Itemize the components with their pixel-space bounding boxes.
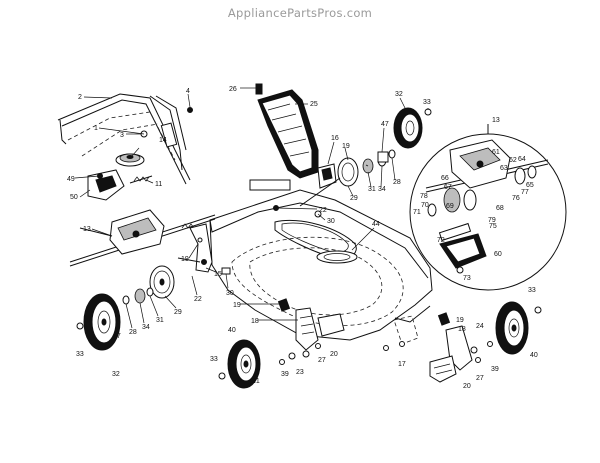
callout-78: 78: [420, 193, 428, 200]
callout-39: 39: [281, 371, 289, 378]
callout-71: 71: [413, 209, 421, 216]
handle-pulley: [115, 130, 153, 184]
callout-34: 34: [378, 186, 386, 193]
callout-21: 21: [252, 378, 260, 385]
callout-50: 50: [70, 194, 78, 201]
callout-72: 72: [437, 237, 445, 244]
front-right-wheel: [495, 301, 542, 355]
callout-60: 60: [494, 251, 502, 258]
callout-33: 33: [423, 99, 431, 106]
left-drive-bracket: [177, 223, 213, 273]
callout-30: 30: [327, 218, 335, 225]
callout-17: 17: [398, 361, 406, 368]
callout-16: 16: [331, 135, 339, 142]
callout-25: 25: [310, 101, 318, 108]
callout-18-right: 18: [458, 326, 466, 333]
callout-47: 47: [381, 121, 389, 128]
callout-19: 19: [342, 143, 350, 150]
callout-47-left: 47: [113, 333, 121, 340]
callout-32: 32: [395, 91, 403, 98]
callout-20-right: 20: [463, 383, 471, 390]
callout-40: 40: [228, 327, 236, 334]
callout-11: 11: [155, 181, 162, 188]
front-right-height-adjuster: [429, 312, 493, 383]
callout-69: 69: [446, 203, 454, 210]
callout-63: 63: [500, 165, 508, 172]
front-left-height-adjuster: [277, 298, 345, 365]
callout-15: 15: [214, 271, 222, 278]
callout-19-right: 19: [456, 317, 464, 324]
watermark: AppliancePartsPros.com: [227, 6, 373, 20]
callout-40-right: 40: [530, 352, 538, 359]
callout-24: 24: [476, 323, 484, 330]
callout-49: 49: [67, 176, 75, 183]
mower-deck: [209, 189, 433, 341]
callout-34-left: 34: [142, 324, 150, 331]
callout-23: 23: [296, 369, 304, 376]
callout-18: 18: [251, 318, 259, 325]
callout-27-right: 27: [476, 375, 484, 382]
callout-79: 79: [488, 217, 496, 224]
callout-13-detail: 13: [492, 117, 500, 124]
callout-22-left: 22: [194, 296, 202, 303]
callout-68: 68: [496, 205, 504, 212]
callout-14: 14: [159, 137, 167, 144]
callout-39-right: 39: [491, 366, 499, 373]
callout-19-front-left: 19: [233, 302, 241, 309]
callout-33-front-left: 33: [210, 356, 218, 363]
callout-70: 70: [421, 202, 429, 209]
callout-1: 1: [94, 125, 98, 132]
callout-2: 2: [78, 94, 82, 101]
rear-chute: [249, 83, 319, 191]
callout-76: 76: [512, 195, 520, 202]
front-left-wheel: [218, 339, 261, 389]
leader-lines: [74, 87, 429, 329]
callout-28: 28: [393, 179, 401, 186]
callout-27: 27: [318, 357, 326, 364]
callout-32-left: 32: [112, 371, 120, 378]
callout-21-right: 21: [504, 345, 512, 352]
callout-61: 61: [492, 149, 500, 156]
callout-13: 13: [83, 226, 91, 233]
callout-22: 22: [319, 207, 327, 214]
rear-right-wheel: [393, 107, 432, 149]
rear-left-wheel: [76, 293, 121, 351]
callout-64: 64: [518, 156, 526, 163]
callout-65: 65: [526, 182, 534, 189]
callout-19-left: 19: [181, 256, 189, 263]
left-drive-gear: [122, 265, 231, 305]
callout-3: 3: [120, 132, 124, 139]
callout-62: 62: [509, 157, 517, 164]
callout-28-left: 28: [129, 329, 137, 336]
callout-20: 20: [330, 351, 338, 358]
callout-44: 44: [372, 221, 380, 228]
callout-26: 26: [229, 86, 237, 93]
callout-75: 75: [489, 223, 497, 230]
callout-29: 29: [350, 195, 358, 202]
transmission-bracket: [87, 169, 125, 201]
callout-33-right: 33: [528, 287, 536, 294]
callout-33-left: 33: [76, 351, 84, 358]
transmission-axle: [69, 209, 216, 267]
callout-31-left: 31: [156, 317, 164, 324]
callout-66: 66: [441, 175, 449, 182]
callout-4: 4: [186, 88, 190, 95]
callout-73: 73: [463, 275, 471, 282]
callout-67: 67: [444, 184, 452, 191]
callout-30-left: 30: [226, 290, 234, 297]
callout-77: 77: [521, 189, 529, 196]
gearbox-detail: [409, 124, 567, 291]
callout-labels: 1 2 3 4 11 13 14 49 50 26 25 32 33 13 61…: [67, 86, 538, 390]
drive-belt: [274, 219, 358, 264]
front-bracket: [383, 315, 419, 351]
callout-29-left: 29: [174, 309, 182, 316]
handle-assembly: [57, 93, 193, 185]
callout-31: 31: [368, 186, 376, 193]
